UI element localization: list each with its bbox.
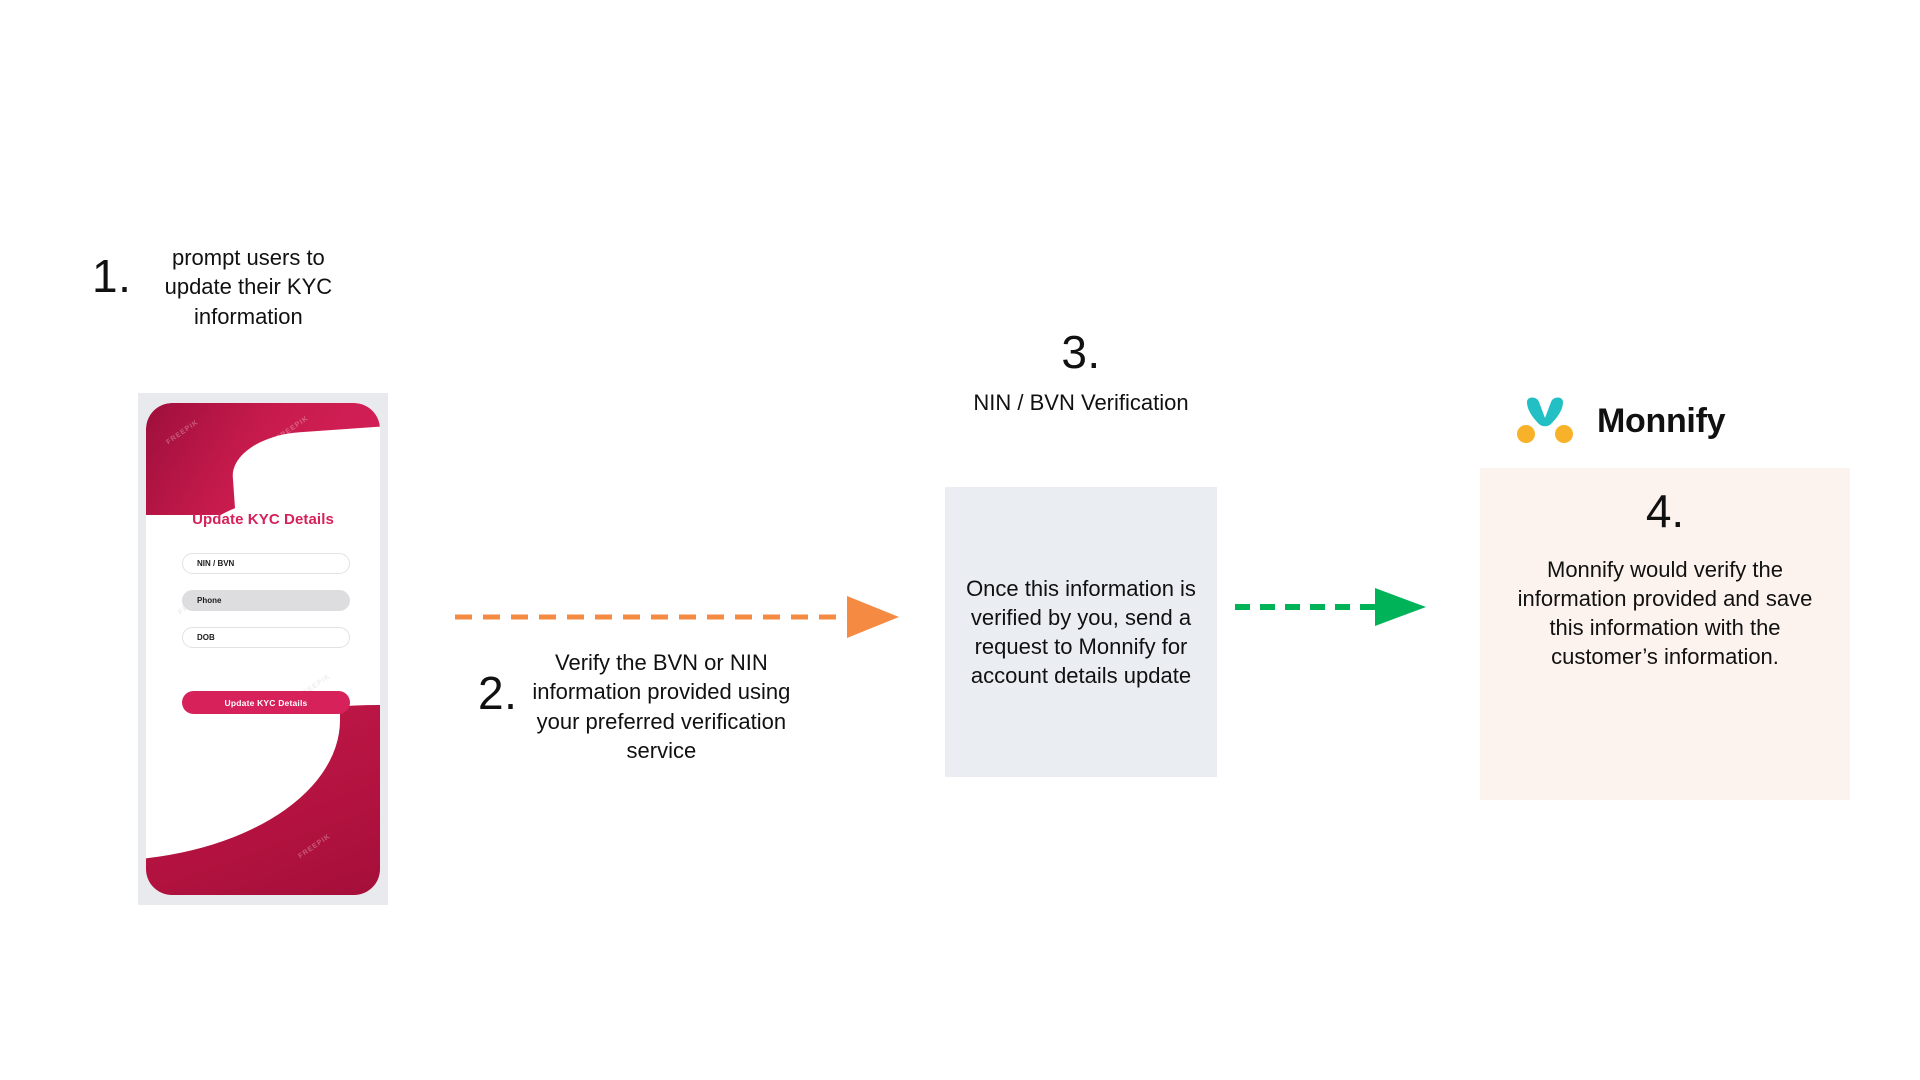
arrow-right-icon-orange: [455, 596, 899, 638]
step-3-box-text: Once this information is verified by you…: [966, 575, 1196, 689]
dob-input[interactable]: DOB: [182, 627, 350, 648]
step-3-box: Once this information is verified by you…: [945, 487, 1217, 777]
phone-screen: FREEPIK FREEPIK FREEPIK FREEPIK FREEPIK …: [146, 403, 380, 895]
kyc-form-title: Update KYC Details: [192, 511, 334, 528]
phone-mockup: FREEPIK FREEPIK FREEPIK FREEPIK FREEPIK …: [138, 393, 388, 905]
watermark-text: FREEPIK: [297, 832, 332, 861]
monnify-wordmark: Monnify: [1597, 401, 1726, 440]
phone-screen-content: FREEPIK FREEPIK FREEPIK FREEPIK FREEPIK …: [146, 403, 380, 895]
step-3-caption: NIN / BVN Verification: [973, 390, 1189, 416]
watermark-text: FREEPIK: [181, 782, 216, 811]
nin-bvn-input[interactable]: NIN / BVN: [182, 553, 350, 574]
step-2-label: 2. Verify the BVN or NIN information pro…: [478, 648, 818, 765]
phone-input[interactable]: Phone: [182, 590, 350, 611]
monnify-logo: Monnify: [1517, 396, 1726, 446]
step-3-number: 3.: [1061, 326, 1101, 378]
step-2-text: Verify the BVN or NIN information provid…: [532, 650, 791, 763]
step-1-number: 1.: [92, 250, 132, 302]
arrow-right-icon-green: [1235, 588, 1426, 626]
step-3-label: 3. NIN / BVN Verification: [945, 328, 1217, 418]
step-4-text: Monnify would verify the information pro…: [1517, 556, 1813, 670]
watermark-text: FREEPIK: [165, 418, 200, 447]
step-1-label: 1. prompt users to update their KYC info…: [92, 243, 392, 331]
step-2-number: 2.: [478, 667, 518, 719]
update-kyc-details-button[interactable]: Update KYC Details: [182, 691, 350, 714]
watermark-text: FREEPIK: [275, 414, 310, 443]
monnify-logo-icon: [1517, 397, 1573, 443]
step-4-box: 4. Monnify would verify the information …: [1480, 468, 1850, 800]
step-1-text: prompt users to update their KYC informa…: [164, 245, 333, 329]
step-4-number: 4.: [1645, 485, 1685, 537]
